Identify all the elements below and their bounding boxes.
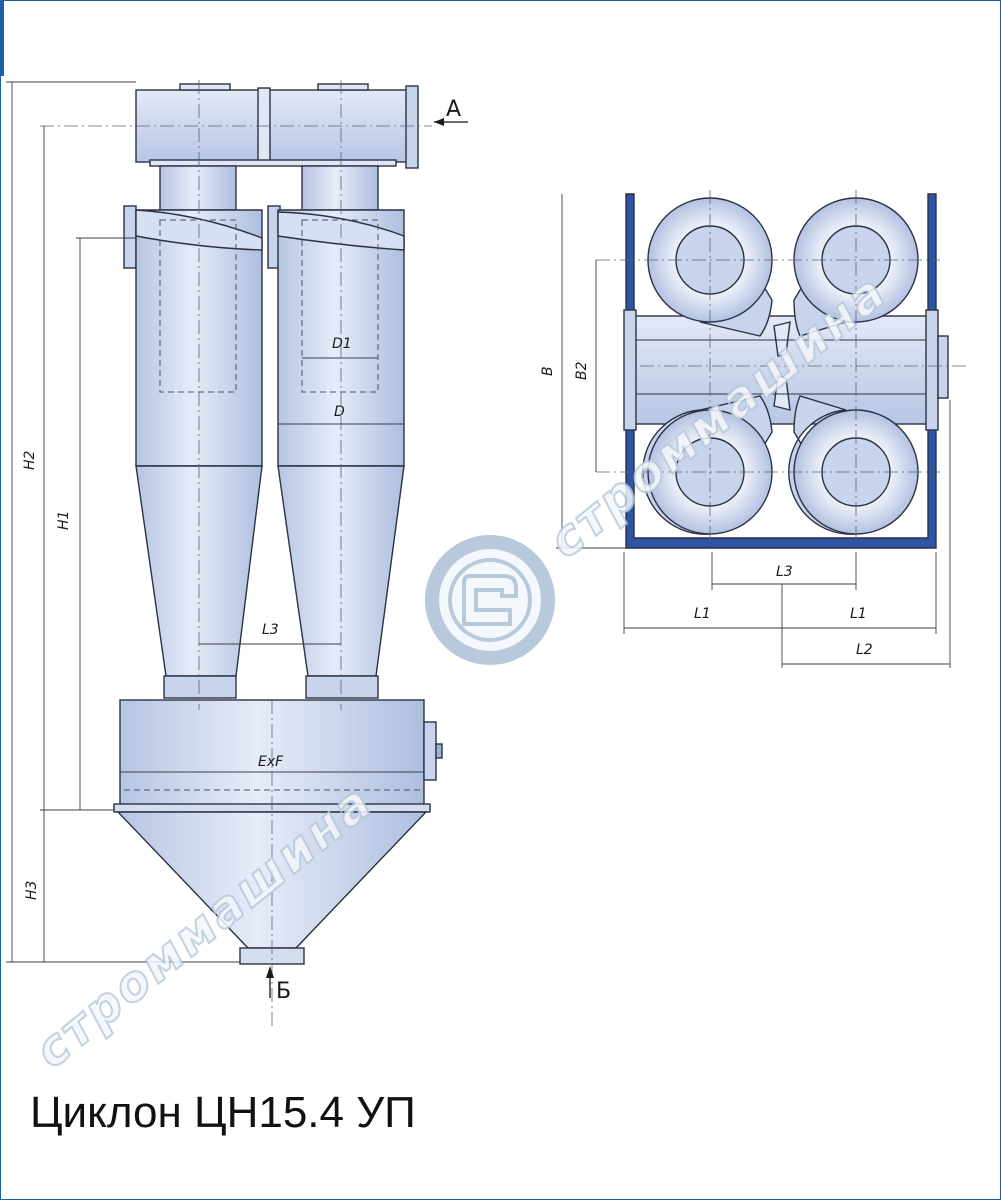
front-view-dimensions [6, 81, 468, 998]
outlet-collector [135, 89, 409, 163]
top-frame [625, 193, 937, 549]
label-d1: D1 [332, 336, 352, 352]
exhaust-tube-left-hidden [159, 219, 237, 393]
cyclone-right-dust-outlet [305, 675, 379, 699]
label-l3-top: L3 [776, 564, 793, 580]
arrow-b-head [266, 966, 274, 978]
exhaust-tube-right-hidden [301, 219, 379, 393]
label-d: D [334, 404, 345, 420]
cyclone-left-dust-outlet [163, 675, 237, 699]
collector-flange-top-2 [317, 83, 369, 91]
exhaust-pipe-right [301, 165, 379, 211]
watermark-logo [425, 535, 555, 665]
top-view-dimensions [556, 194, 951, 668]
front-view-arrowheads [266, 118, 444, 978]
frame-corner-accent [0, 0, 4, 76]
outlet-flange-a [405, 85, 419, 169]
label-h3: H3 [24, 881, 40, 900]
top-inlet-throat-upper [773, 321, 791, 357]
front-view-hidden-lines [124, 219, 420, 791]
view-label-b: Б [276, 979, 291, 1004]
view-label-a: А [446, 97, 461, 122]
collector-flange-top [179, 83, 231, 91]
top-duct-flange-left [623, 309, 637, 431]
top-duct-outlet [937, 335, 949, 399]
bunker-side-hatch-plate [435, 743, 443, 759]
collector-bottom-rim [149, 159, 397, 167]
page-title: Циклон ЦН15.4 УП [30, 1088, 416, 1137]
inlet-flange-left [123, 205, 137, 269]
label-l1-right: L1 [850, 606, 867, 622]
label-b2: B2 [574, 361, 590, 380]
top-view-centerlines [596, 190, 966, 550]
dimension-labels: H2 H1 H3 D1 D L3 ExF B B2 L3 L1 L1 L2 А … [22, 97, 873, 1004]
label-exf: ExF [258, 754, 284, 770]
arrow-a-head [434, 118, 444, 126]
bunker-side-hatch [423, 721, 437, 781]
label-l3-front: L3 [262, 622, 279, 638]
top-duct-flange-right [925, 309, 939, 431]
label-b: B [540, 366, 556, 376]
label-l1-left: L1 [694, 606, 711, 622]
label-h1-outer: H1 [56, 511, 72, 530]
label-h2: H2 [22, 450, 38, 470]
label-l2: L2 [856, 642, 873, 658]
exhaust-pipe-left [159, 165, 237, 211]
top-inlet-throat-lower [773, 375, 791, 411]
